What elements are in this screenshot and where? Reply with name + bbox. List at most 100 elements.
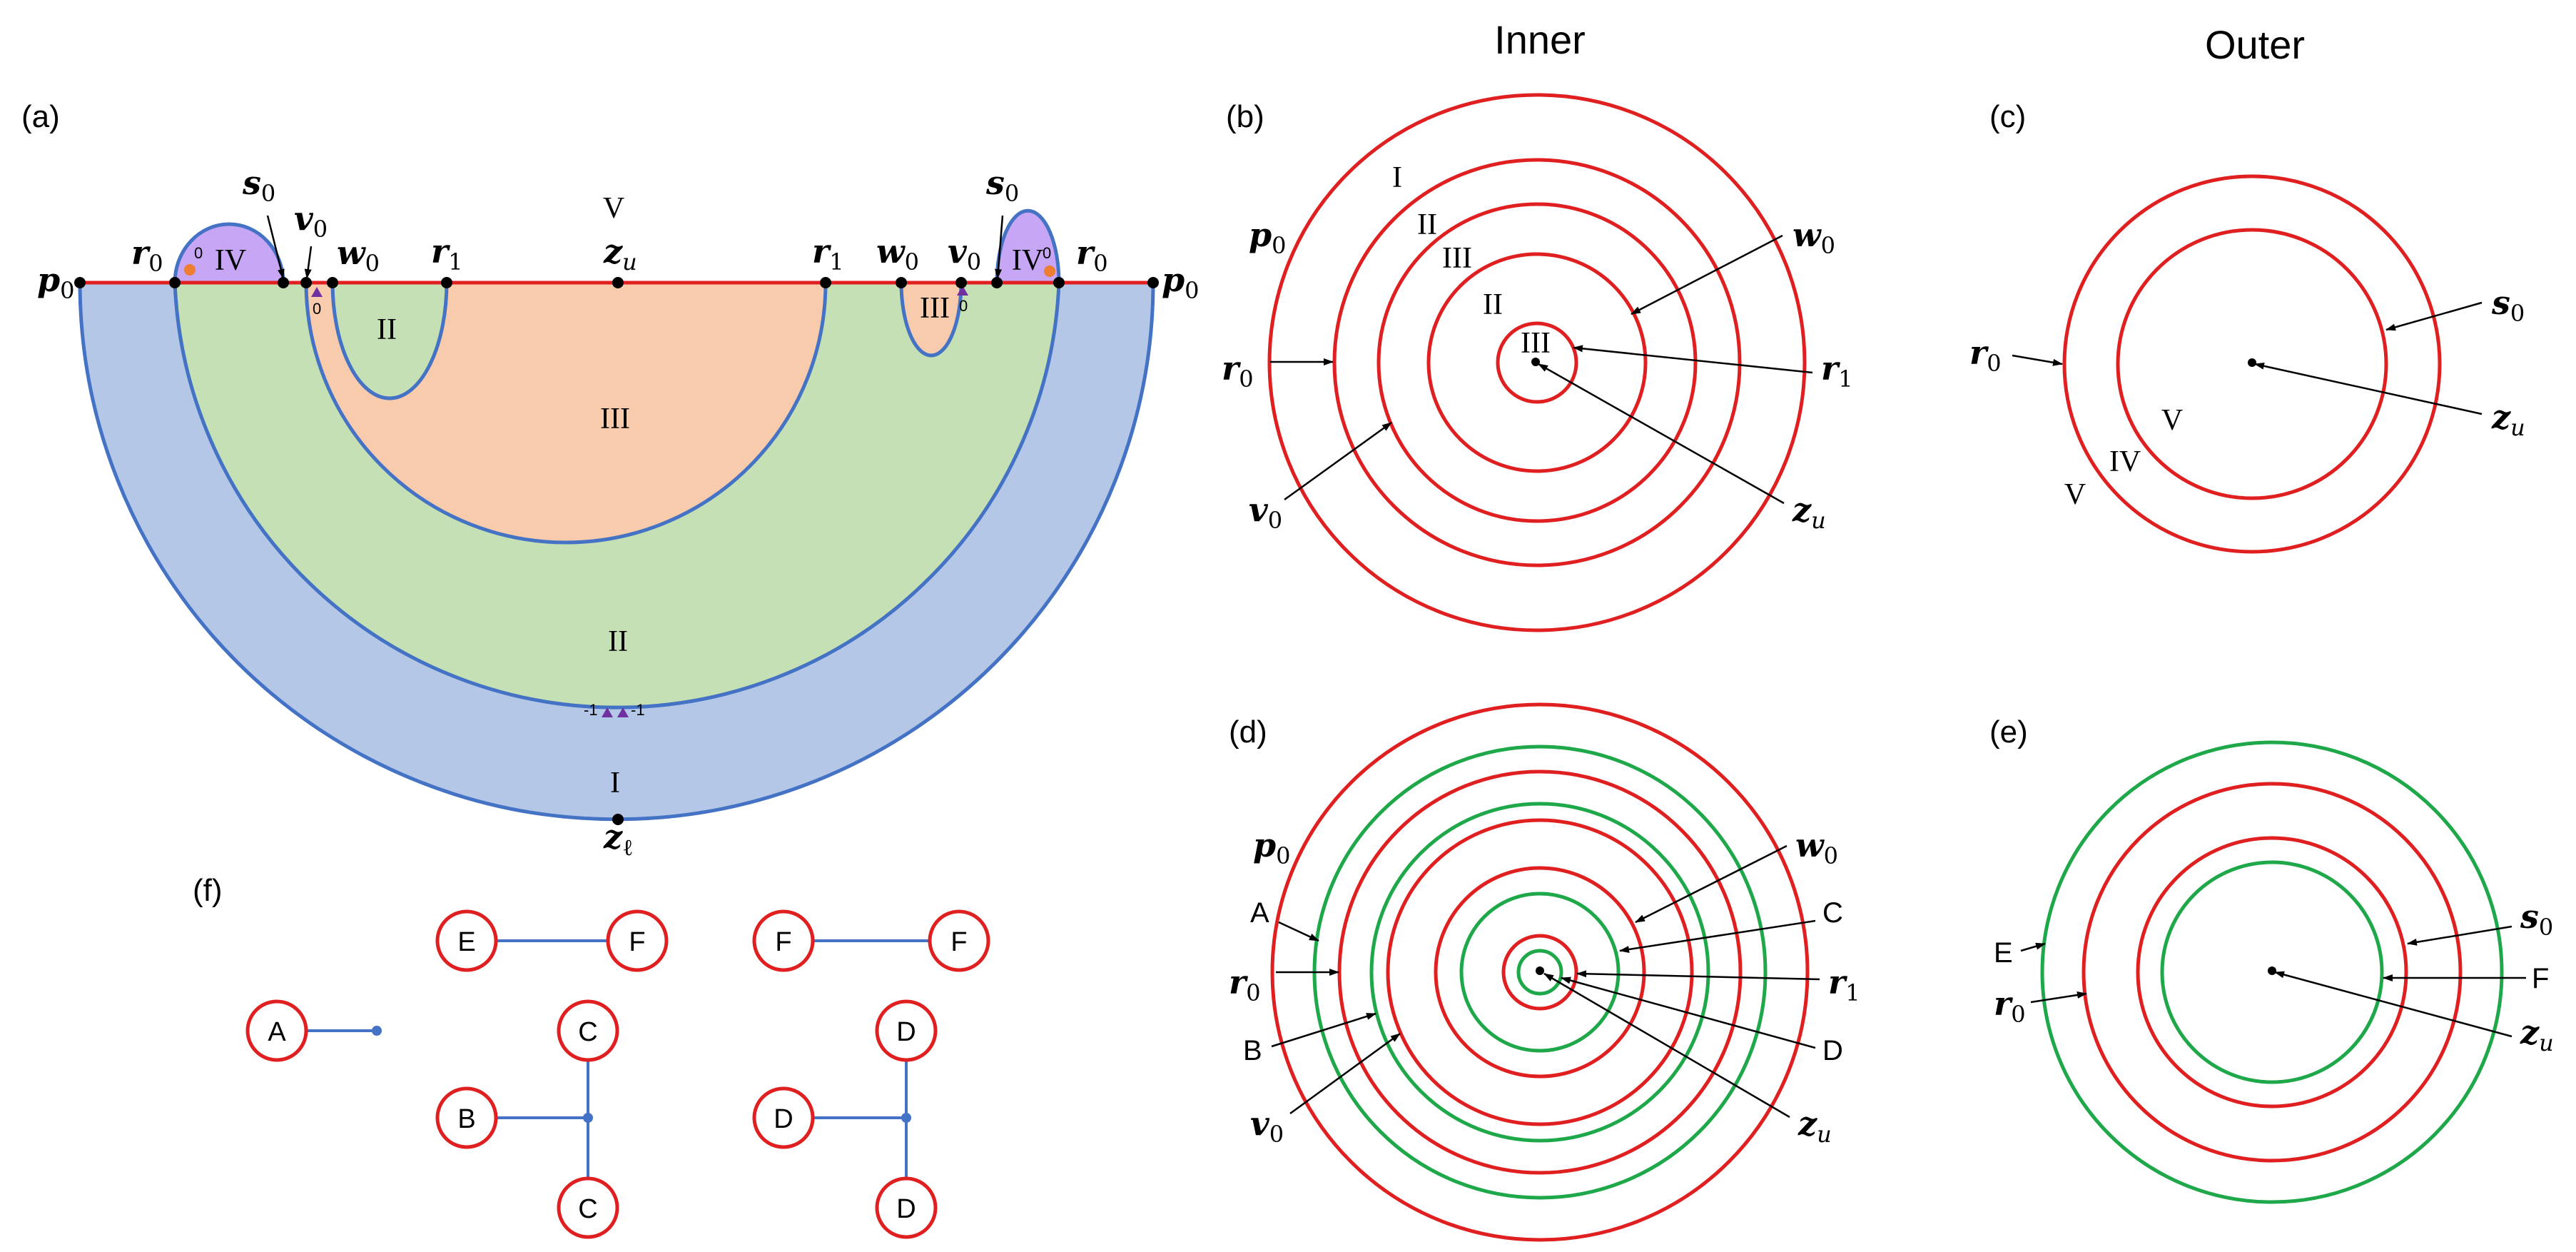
panel-b-inner-circles: I II III II III p0 w0 r0 r1 v0 zu <box>1222 93 1853 632</box>
region-label-IV-left: IV <box>215 244 246 277</box>
center-e-zu <box>2268 966 2276 975</box>
marker-triangle-v0-right <box>957 286 968 296</box>
label-d-D: D <box>1822 1035 1843 1066</box>
point-r0-left <box>169 277 181 288</box>
point-v0-right <box>955 277 967 288</box>
marker-label-bottom-left: -1 <box>584 701 598 719</box>
arrow-d-B <box>1271 1012 1376 1048</box>
region-label-c-V-inner: V <box>2161 404 2183 437</box>
label-e-s0: s0 <box>2520 897 2553 941</box>
arrow-s0-left <box>266 215 285 279</box>
label-zl: zℓ <box>603 817 633 861</box>
circle-d-C <box>1459 892 1621 1053</box>
heading-inner: Inner <box>1494 17 1586 62</box>
arrow-d-r1 <box>1576 970 1820 981</box>
label-c-zu: zu <box>2491 398 2525 441</box>
panel-d-inner-circles-colored: p0 w0 A C r0 r1 B D v0 zu <box>1229 702 1860 1242</box>
panel-label-b: (b) <box>1226 99 1264 134</box>
panel-c-outer-circles: V IV V r0 s0 zu <box>1969 174 2525 554</box>
label-r0-left: r0 <box>131 233 163 277</box>
region-label-b-I: I <box>1392 161 1402 194</box>
circle-d-r1 <box>1501 934 1578 1011</box>
arrow-d-zu <box>1543 972 1790 1119</box>
center-c-zu <box>2248 358 2256 367</box>
label-c-s0: s0 <box>2491 283 2525 327</box>
node-B-label: B <box>457 1104 475 1134</box>
panel-label-e: (e) <box>1989 715 2028 749</box>
region-label-II-inner: II <box>377 313 397 346</box>
label-zu: zu <box>603 232 637 276</box>
node-A-label: A <box>268 1017 286 1047</box>
marker-label-triangle-right: 0 <box>959 297 968 315</box>
marker-label-bottom-right: -1 <box>631 701 645 719</box>
node-D-left: D <box>752 1086 815 1149</box>
label-s0-left: s0 <box>242 163 275 207</box>
circle-c-s0 <box>2116 228 2388 500</box>
panel-a-half-disc-diagram: V IV II III III IV II I 0 0 0 0 -1 -1 <box>37 163 1200 861</box>
label-d-C: C <box>1822 897 1843 929</box>
arrow-s0-right <box>995 215 1004 279</box>
point-s0-right <box>991 277 1003 288</box>
label-s0-right: s0 <box>985 163 1019 207</box>
circle-d-D <box>1516 949 1563 996</box>
label-d-zu: zu <box>1797 1104 1832 1148</box>
marker-label-dot-right: 0 <box>1043 244 1051 262</box>
point-v0-left <box>300 277 312 288</box>
label-d-v0: v0 <box>1250 1104 1284 1148</box>
arrow-e-s0 <box>2407 925 2512 946</box>
label-d-p0: p0 <box>1253 826 1291 869</box>
label-d-A: A <box>1250 897 1269 929</box>
label-b-v0: v0 <box>1249 490 1282 534</box>
node-D-bottom: D <box>875 1176 938 1239</box>
label-b-zu: zu <box>1792 490 1826 534</box>
node-C-bottom-label: C <box>578 1194 597 1224</box>
node-F-2: F <box>752 909 815 972</box>
arrow-d-A <box>1278 921 1319 942</box>
point-r1-right <box>820 277 831 288</box>
center-zu <box>1531 358 1540 366</box>
node-F-1-label: F <box>629 927 645 957</box>
region-II-inner <box>330 281 449 400</box>
region-label-c-IV: IV <box>2109 445 2141 478</box>
region-III-small <box>899 281 963 358</box>
label-d-w0: w0 <box>1795 826 1838 869</box>
heading-outer: Outer <box>2205 22 2305 67</box>
label-b-p0: p0 <box>1249 216 1287 259</box>
label-w0-left: w0 <box>337 233 380 277</box>
circle-p0 <box>1267 93 1807 632</box>
point-r0-right <box>1053 277 1065 288</box>
node-F-3: F <box>928 909 990 972</box>
label-c-r0: r0 <box>1969 333 2002 377</box>
arrow-c-s0 <box>2385 301 2483 331</box>
marker-label-triangle-left: 0 <box>313 300 321 318</box>
node-F-3-label: F <box>950 927 967 957</box>
circle-v0 <box>1376 202 1698 523</box>
point-zu <box>612 277 624 288</box>
arrow-v0-left <box>304 246 313 279</box>
label-d-B: B <box>1243 1035 1262 1066</box>
panel-label-d: (d) <box>1229 715 1267 749</box>
node-D-bottom-label: D <box>896 1194 916 1224</box>
label-e-F: F <box>2532 963 2549 994</box>
label-v0-right: v0 <box>948 232 981 276</box>
arrow-d-v0 <box>1289 1032 1401 1115</box>
node-A: A <box>245 999 308 1062</box>
marker-dot-right <box>1044 266 1055 277</box>
node-C-bottom: C <box>557 1176 619 1239</box>
arrow-d-D <box>1561 976 1816 1049</box>
arrow-b-zu <box>1538 363 1785 505</box>
panel-label-a: (a) <box>21 99 60 134</box>
label-b-r0: r0 <box>1222 349 1254 393</box>
node-C-top-label: C <box>578 1017 597 1047</box>
point-zl <box>612 814 624 825</box>
region-label-II-band: II <box>608 625 628 658</box>
node-D-left-label: D <box>774 1104 793 1134</box>
marker-label-dot-left: 0 <box>194 244 203 262</box>
region-label-b-III-inner: III <box>1521 327 1551 360</box>
junction-DD <box>901 1113 911 1123</box>
region-label-I-band: I <box>610 767 620 799</box>
marker-triangle-bottom-left <box>602 707 613 717</box>
point-p0-right <box>1147 277 1159 288</box>
node-B: B <box>435 1086 498 1149</box>
arrow-e-r0 <box>2030 991 2087 1004</box>
